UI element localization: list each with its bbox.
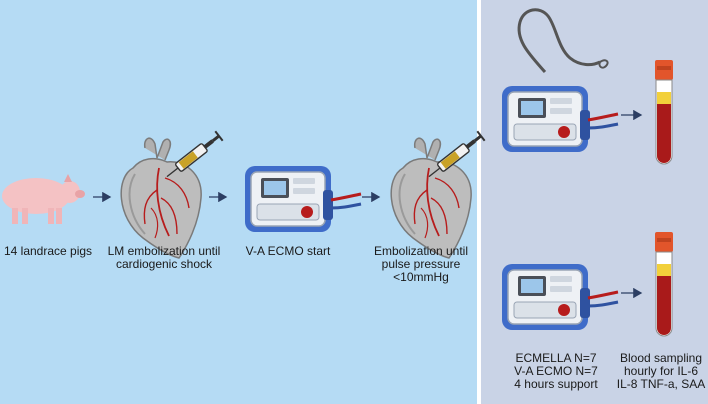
pig-icon	[2, 174, 85, 224]
blood-tube-icon	[654, 59, 674, 165]
ecmo-machine-icon	[500, 262, 620, 332]
catheter-icon	[517, 8, 601, 73]
groups-label: ECMELLA N=7 V-A ECMO N=7 4 hours support	[514, 351, 598, 391]
ecmo-machine-icon	[243, 164, 363, 234]
sampling-label: Blood sampling hourly for IL-6 IL-8 TNF-…	[616, 351, 706, 391]
panel-divider	[477, 0, 481, 404]
ecmo-machine-icon	[500, 84, 620, 154]
step-label-ecmo-start: V-A ECMO start	[245, 244, 331, 258]
step-label-embolization-pp: Embolization until pulse pressure <10mmH…	[373, 244, 469, 284]
step-label-pigs: 14 landrace pigs	[3, 244, 93, 258]
blood-tube-icon	[654, 231, 674, 337]
step-label-lm-embolization: LM embolization until cardiogenic shock	[107, 244, 221, 271]
